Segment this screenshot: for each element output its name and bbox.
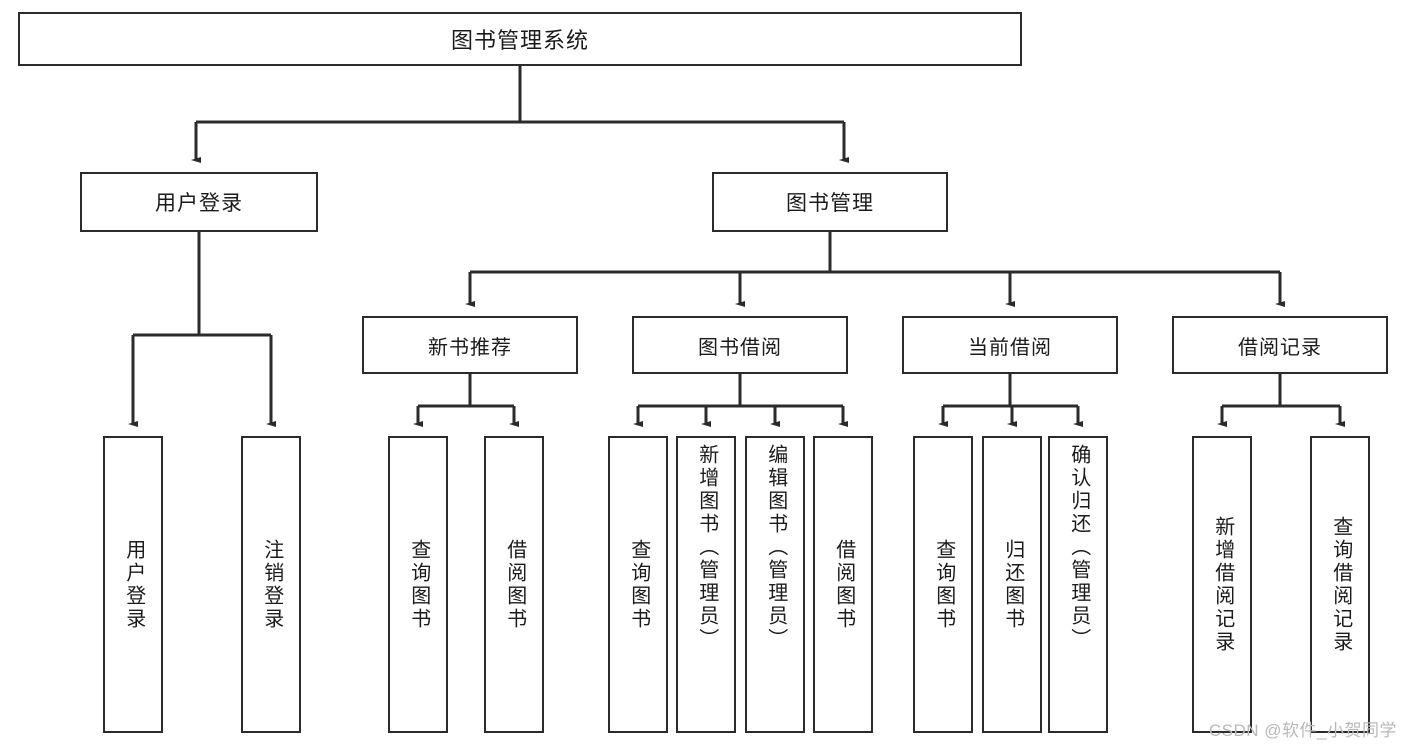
leaf-user-login-logout[interactable]: 注销登录	[241, 436, 301, 733]
leaf-current-borrow-confirm-admin[interactable]: 确认归还（管理员）	[1048, 436, 1108, 733]
leaf-borrow-record-add[interactable]: 新增借阅记录	[1192, 436, 1252, 733]
leaf-book-borrow-edit-admin[interactable]: 编辑图书（管理员）	[745, 436, 805, 733]
node-root-system[interactable]: 图书管理系统	[18, 12, 1022, 66]
leaf-current-borrow-return[interactable]: 归还图书	[982, 436, 1042, 733]
leaf-book-borrow-query[interactable]: 查询图书	[608, 436, 668, 733]
node-book-management[interactable]: 图书管理	[712, 172, 948, 232]
node-user-login[interactable]: 用户登录	[80, 172, 318, 232]
node-new-book-recommend[interactable]: 新书推荐	[362, 316, 578, 374]
leaf-current-borrow-query[interactable]: 查询图书	[913, 436, 973, 733]
leaf-new-book-borrow[interactable]: 借阅图书	[484, 436, 544, 733]
node-current-borrow[interactable]: 当前借阅	[902, 316, 1118, 374]
leaf-new-book-query[interactable]: 查询图书	[388, 436, 448, 733]
node-book-borrow[interactable]: 图书借阅	[632, 316, 848, 374]
node-borrow-record[interactable]: 借阅记录	[1172, 316, 1388, 374]
leaf-borrow-record-query[interactable]: 查询借阅记录	[1310, 436, 1370, 733]
leaf-user-login-signin[interactable]: 用户登录	[103, 436, 163, 733]
leaf-book-borrow-borrow[interactable]: 借阅图书	[813, 436, 873, 733]
leaf-book-borrow-add-admin[interactable]: 新增图书（管理员）	[676, 436, 736, 733]
csdn-watermark: CSDN @软件_小贺同学	[1208, 721, 1397, 740]
